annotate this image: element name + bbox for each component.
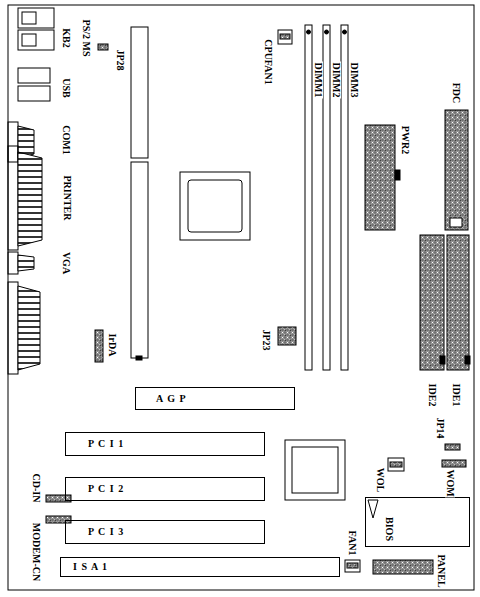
part-label: PS/2 MS — [81, 19, 91, 58]
wol-header — [388, 458, 404, 471]
dimm-slot — [305, 25, 312, 370]
part-label: IrDA — [107, 333, 117, 358]
part-label: COM1 — [61, 124, 71, 155]
slot-label: A G P — [156, 394, 187, 404]
part-label: VGA — [61, 251, 71, 275]
part-label: IDE2 — [427, 383, 437, 408]
part-label: JP28 — [115, 48, 125, 71]
fan-pins — [347, 563, 358, 568]
dimm-slot — [323, 25, 330, 370]
ide-header — [420, 235, 444, 370]
header-key — [440, 356, 445, 364]
slot-key — [325, 30, 329, 34]
part-label: CPUFAN1 — [263, 38, 273, 85]
part-label: MODEM-CN — [31, 522, 41, 582]
bios-chip: BIOS — [365, 497, 470, 547]
jumper-header — [278, 327, 296, 345]
slot-key — [307, 30, 311, 34]
cpu-die — [188, 180, 242, 232]
chipset-die — [292, 447, 338, 493]
bios-mark — [368, 500, 378, 518]
part-label: IDE1 — [451, 383, 461, 408]
pci-slot: P C I 2 — [65, 477, 265, 501]
part-label: DIMM2 — [331, 62, 341, 99]
printer-port — [18, 152, 42, 246]
part-label: DIMM1 — [313, 62, 323, 99]
isa-slot: I S A 1 — [60, 557, 340, 577]
header-key — [465, 356, 470, 364]
slot-label: P C I 1 — [88, 439, 124, 449]
usb-port — [18, 86, 50, 101]
dimm-slot — [341, 25, 348, 370]
jumper-header — [98, 44, 108, 50]
slot-key — [136, 356, 142, 360]
wom-header — [442, 460, 466, 467]
slot-label: BIOS — [384, 517, 394, 541]
slot-label: P C I 3 — [88, 527, 124, 537]
part-label: JP23 — [261, 328, 271, 351]
cpu-slot — [131, 27, 148, 158]
port-flange — [8, 122, 18, 162]
jumper-header — [445, 444, 460, 450]
part-label: FDC — [451, 82, 461, 105]
pci-slot: P C I 3 — [65, 520, 265, 544]
pci-slot: P C I 1 — [65, 432, 265, 456]
part-label: USB — [61, 77, 71, 98]
chipset — [285, 440, 345, 500]
part-label: DIMM3 — [349, 62, 359, 99]
wol-pins — [390, 462, 402, 467]
part-label: FAN1 — [347, 530, 357, 557]
usb-port — [18, 68, 50, 83]
vga-port — [18, 255, 34, 271]
slot-label: P C I 2 — [88, 484, 124, 494]
cpu-chip — [180, 172, 250, 240]
agp-slot: A G P — [135, 387, 295, 410]
slot-label: I S A 1 — [73, 562, 108, 572]
panel-header — [373, 560, 433, 574]
part-label: PRINTER — [62, 174, 72, 221]
part-label: KB2 — [61, 27, 71, 48]
ps2-port — [18, 8, 54, 28]
part-label: CD-IN — [31, 473, 41, 504]
part-label: WOL — [375, 467, 385, 493]
part-label: WOM — [445, 468, 455, 497]
header-key — [450, 218, 462, 227]
ps2-port — [18, 30, 54, 50]
connector-tab — [395, 170, 400, 180]
power-connector — [365, 125, 395, 230]
port-flange — [8, 146, 18, 250]
part-label: PANEL — [436, 553, 446, 588]
fan-header — [278, 30, 292, 44]
ide-header — [447, 235, 469, 370]
fdc-header — [445, 110, 468, 230]
port-notch — [22, 34, 36, 46]
cpu-slot — [131, 162, 148, 358]
port-notch — [22, 12, 36, 24]
port-flange — [8, 282, 18, 374]
part-label: PWR2 — [400, 125, 410, 155]
fan-pins — [280, 34, 290, 39]
port-flange — [8, 252, 18, 274]
part-label: JP14 — [435, 416, 445, 439]
serial-port — [18, 286, 40, 370]
fan-header — [345, 560, 360, 572]
slot-key — [343, 30, 347, 34]
board-outline — [8, 5, 474, 590]
irda-header — [95, 330, 103, 362]
